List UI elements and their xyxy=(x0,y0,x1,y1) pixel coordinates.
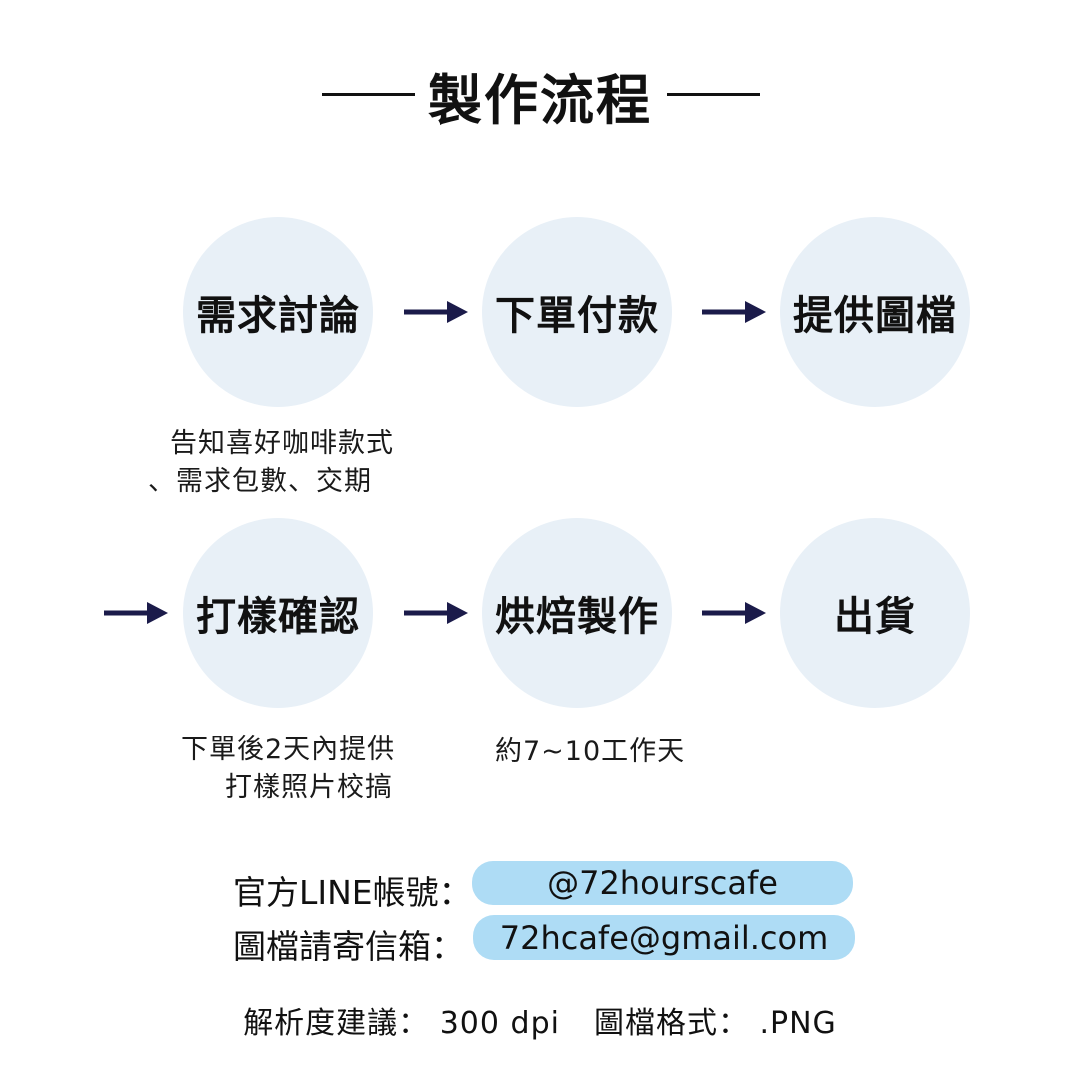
note-discuss-line1: 告知喜好咖啡款式 xyxy=(170,428,394,459)
page-title: 製作流程 xyxy=(428,69,652,132)
footer-specs: 解析度建議： 300 dpi 圖檔格式： .PNG xyxy=(0,998,1080,1042)
arrow-right-icon xyxy=(404,301,468,323)
line-account-badge: @72hourscafe xyxy=(472,861,853,905)
arrow-right-icon xyxy=(702,301,766,323)
note-discuss-line2: 、需求包數、交期 xyxy=(148,466,372,497)
step-circle-sample: 打樣確認 xyxy=(183,518,373,708)
email-label: 圖檔請寄信箱： xyxy=(233,927,464,966)
arrow-right-icon xyxy=(404,602,468,624)
title-divider-right xyxy=(667,93,760,96)
arrow-right-icon xyxy=(104,602,168,624)
step-label-sample: 打樣確認 xyxy=(196,594,360,640)
line-account-label: 官方LINE帳號： xyxy=(233,873,472,912)
note-sample-line1: 下單後2天內提供 xyxy=(181,734,396,765)
step-label-discuss: 需求討論 xyxy=(196,293,360,339)
step-label-artwork: 提供圖檔 xyxy=(793,293,957,339)
step-label-roast: 烘焙製作 xyxy=(495,594,659,640)
format-spec: 圖檔格式： .PNG xyxy=(593,1006,837,1041)
note-sample-line2: 打樣照片校搞 xyxy=(225,772,393,803)
step-circle-ship: 出貨 xyxy=(780,518,970,708)
resolution-spec: 解析度建議： 300 dpi xyxy=(243,1006,560,1041)
step-circle-artwork: 提供圖檔 xyxy=(780,217,970,407)
step-label-order: 下單付款 xyxy=(495,293,659,339)
email-badge: 72hcafe@gmail.com xyxy=(473,915,855,960)
step-circle-roast: 烘焙製作 xyxy=(482,518,672,708)
line-account-value: @72hourscafe xyxy=(547,864,778,902)
step-circle-order: 下單付款 xyxy=(482,217,672,407)
email-value: 72hcafe@gmail.com xyxy=(499,918,829,957)
note-roast-line1: 約7~10工作天 xyxy=(495,736,686,767)
step-label-ship: 出貨 xyxy=(834,594,916,640)
arrow-right-icon xyxy=(702,602,766,624)
title-divider-left xyxy=(322,93,415,96)
step-circle-discuss: 需求討論 xyxy=(183,217,373,407)
